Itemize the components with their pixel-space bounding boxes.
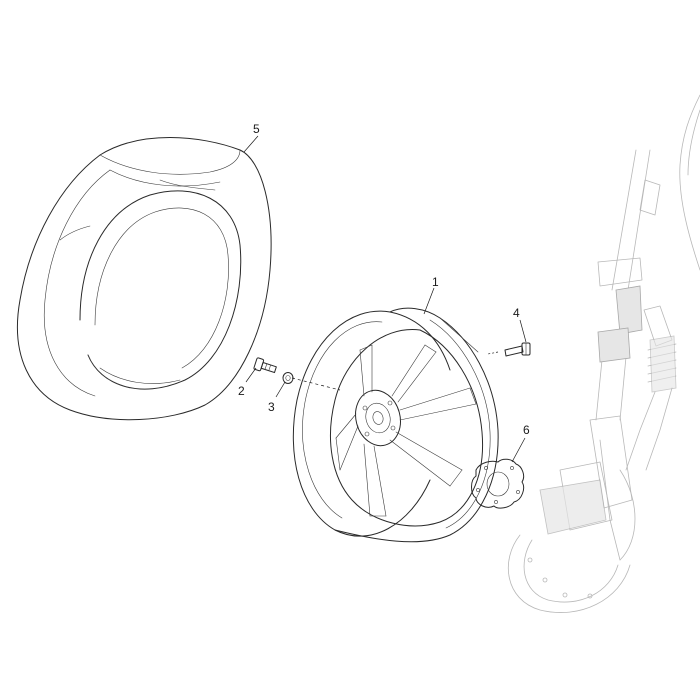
leader-3 — [275, 381, 286, 398]
leader-4 — [519, 319, 527, 343]
washer-drawing — [282, 372, 294, 384]
leader-1 — [423, 287, 435, 315]
leader-5 — [243, 135, 259, 153]
callout-6: 6 — [523, 423, 530, 437]
callout-3: 3 — [268, 400, 275, 414]
leader-6 — [511, 437, 526, 463]
ghost-brake-disc — [507, 534, 631, 613]
spacer-plate-drawing — [471, 458, 525, 509]
valve-drawing — [504, 342, 531, 357]
callout-5: 5 — [253, 122, 260, 136]
leader-lines — [243, 135, 527, 463]
ghost-spring — [647, 335, 677, 393]
assembly-line-valve — [487, 351, 499, 355]
wheel-rim-drawing — [292, 307, 499, 543]
bolt-drawing — [253, 357, 277, 374]
callout-1: 1 — [432, 275, 439, 289]
callout-numbers: 5 1 2 3 4 6 — [238, 122, 530, 437]
assembly-line-bolt — [291, 377, 341, 391]
leader-2 — [245, 367, 257, 383]
callout-4: 4 — [513, 306, 520, 320]
wheel-spokes — [335, 344, 477, 517]
ghost-fork-assembly — [507, 94, 700, 613]
tyre-drawing — [16, 137, 272, 421]
callout-2: 2 — [238, 384, 245, 398]
